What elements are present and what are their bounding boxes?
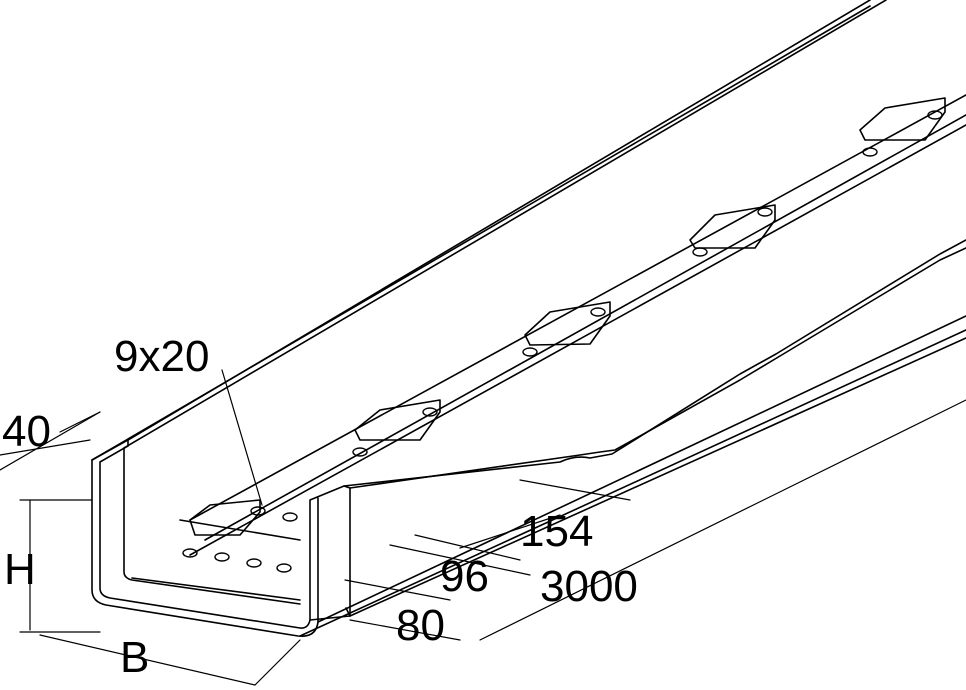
slot-size-label: 9x20 xyxy=(114,332,210,381)
pitch-154-label: 154 xyxy=(520,507,594,556)
clips xyxy=(189,97,946,536)
slots xyxy=(182,110,943,573)
lip-dimension-label: 40 xyxy=(2,407,51,456)
dimension-lines xyxy=(0,369,966,686)
long-edges xyxy=(91,0,966,637)
offset-80-label: 80 xyxy=(396,601,445,650)
pitch-96-label: 96 xyxy=(440,552,489,601)
length-dimension-label: 3000 xyxy=(540,562,638,611)
height-dimension-label: H xyxy=(4,545,36,594)
width-dimension-label: B xyxy=(120,633,150,682)
